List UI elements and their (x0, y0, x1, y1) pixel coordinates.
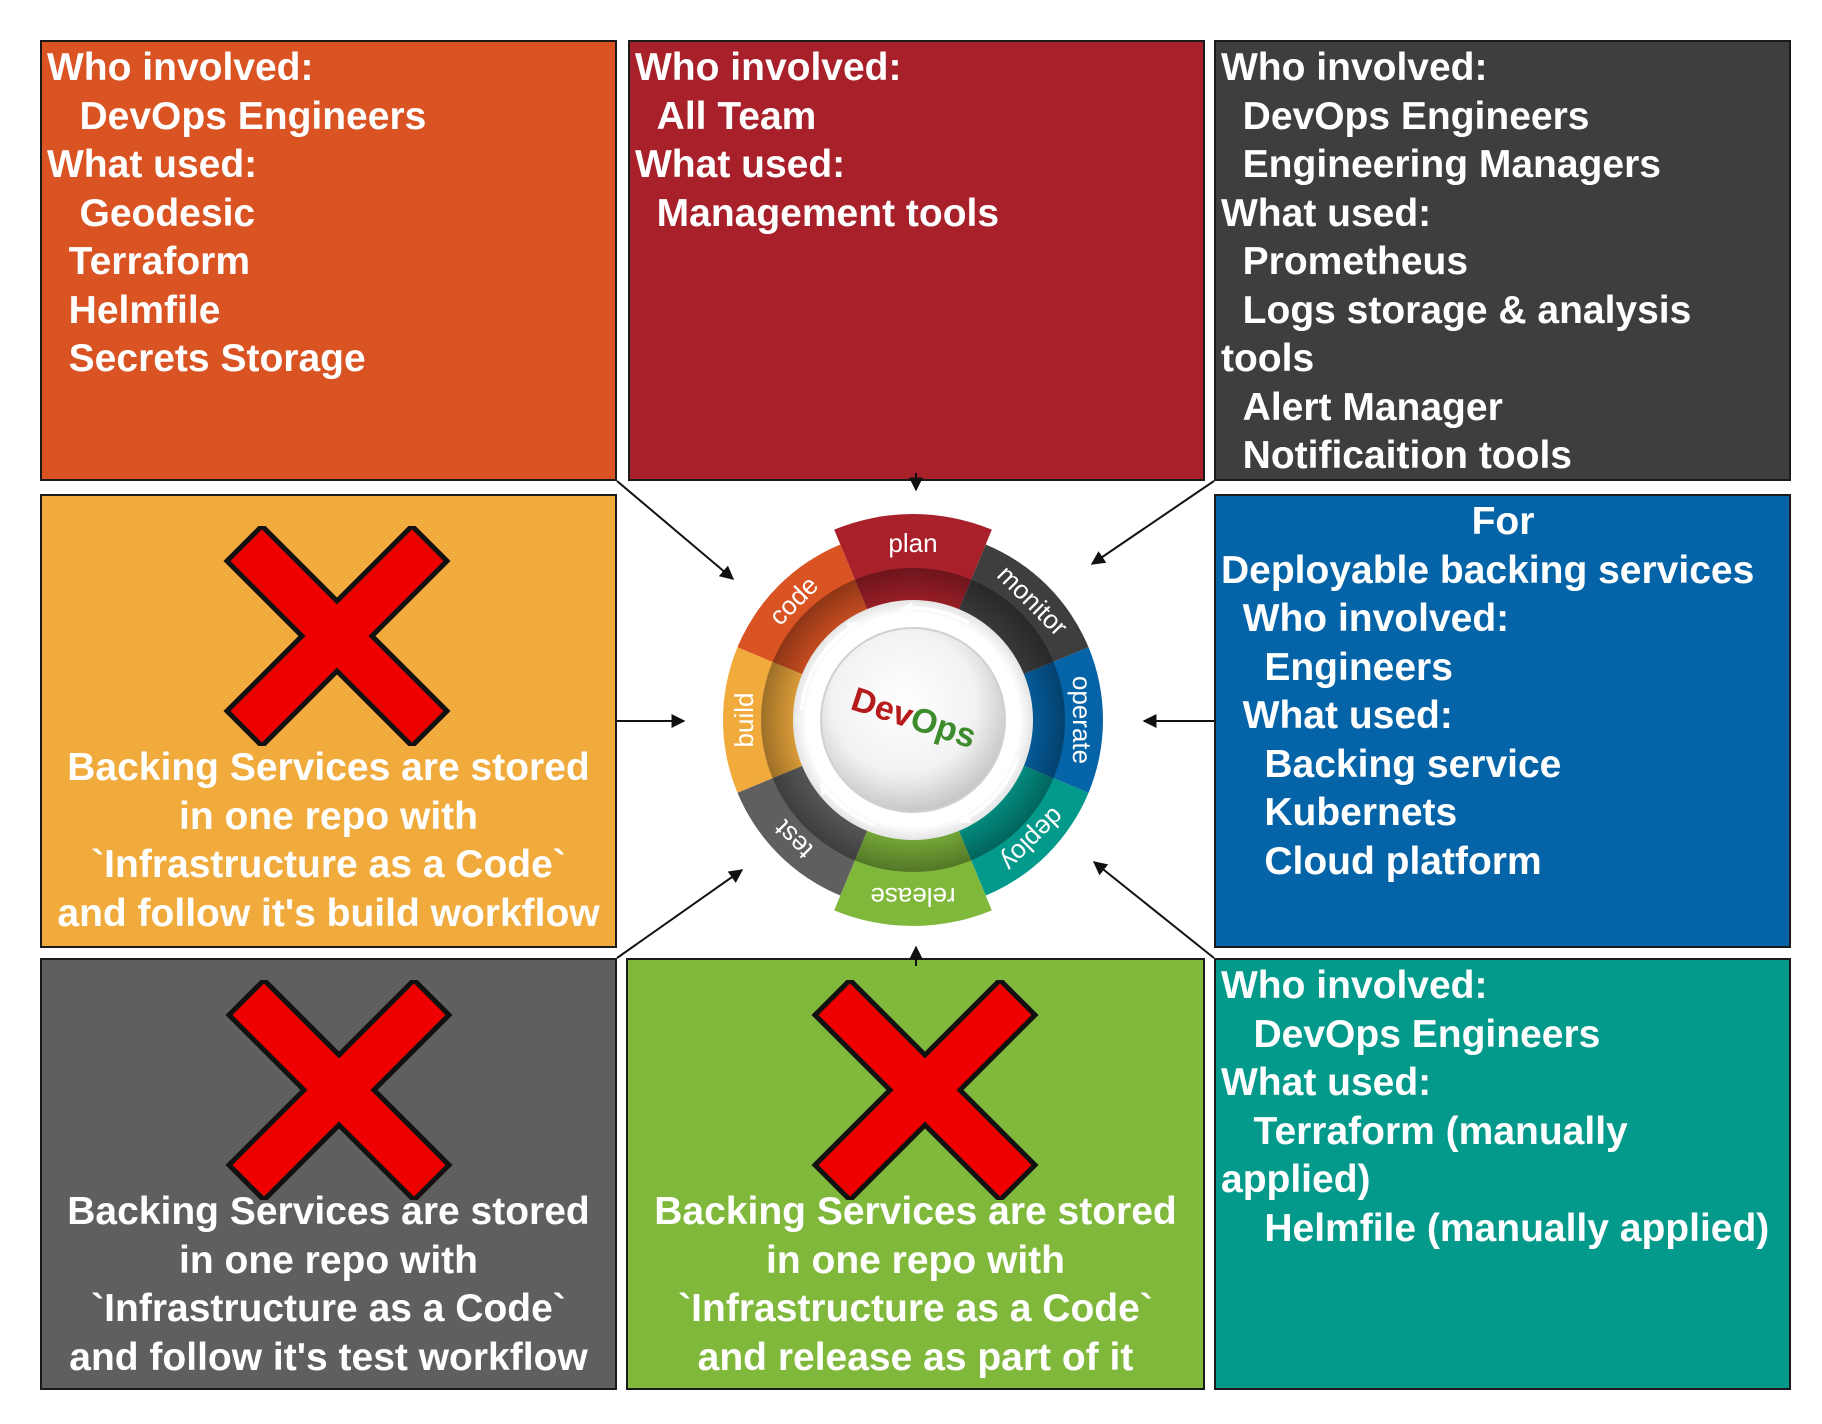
deploy-line: Who involved: (1221, 964, 1488, 1007)
operate-line: Who involved: (1221, 597, 1510, 640)
test-box: Backing Services are stored in one repo … (40, 958, 617, 1390)
code-line: Geodesic (47, 191, 256, 235)
build-box: Backing Services are stored in one repo … (40, 494, 617, 948)
devops-hub (820, 627, 1006, 813)
release-caption-line: in one repo with (766, 1238, 1065, 1282)
segment-monitor (958, 544, 1089, 675)
test-caption-line: in one repo with (179, 1238, 478, 1282)
code-line: What used: (47, 143, 258, 186)
connector-test (616, 869, 744, 959)
monitor-box: Who involved: DevOps Engineers Engineeri… (1214, 40, 1791, 481)
segment-label-plan: plan (888, 528, 937, 558)
test-caption-line: Backing Services are stored (67, 1190, 590, 1233)
segment-label-build: build (729, 693, 759, 748)
monitor-line: Who involved: (1221, 46, 1488, 89)
monitor-line: DevOps Engineers (1221, 94, 1590, 138)
cross-icon (225, 980, 453, 1200)
code-line: Helmfile (47, 288, 221, 332)
plan-box: Who involved: All Team What used: Manage… (628, 40, 1205, 481)
operate-line: What used: (1221, 694, 1453, 737)
operate-line: For (1471, 500, 1535, 543)
release-box: Backing Services are stored in one repo … (626, 958, 1205, 1390)
deploy-box: Who involved: DevOps Engineers What used… (1214, 958, 1791, 1390)
segment-code (737, 544, 868, 675)
monitor-line: What used: (1221, 191, 1432, 235)
operate-line: Kubernets (1221, 791, 1458, 834)
segment-deploy (958, 765, 1089, 896)
plan-line: What used: (635, 143, 846, 186)
code-line: DevOps Engineers (47, 94, 427, 138)
operate-line: Deployable backing services (1221, 548, 1755, 592)
build-caption-line: and follow it's build workflow (57, 891, 600, 935)
connector-code (616, 480, 735, 580)
test-caption-line: and follow it's test workflow (69, 1335, 588, 1379)
connectors (616, 473, 1215, 966)
monitor-line: Engineering Managers (1221, 143, 1661, 186)
monitor-line: Logs storage & analysis (1221, 288, 1692, 332)
operate-line: Backing service (1221, 742, 1562, 786)
segment-label-release: release (870, 882, 955, 912)
build-caption-line: in one repo with (179, 794, 478, 838)
deploy-line: Helmfile (manually applied) (1221, 1206, 1770, 1250)
code-box-text: Who involved: DevOps Engineers What used… (47, 44, 611, 384)
connector-deploy (1092, 861, 1215, 959)
build-caption: Backing Services are stored in one repo … (42, 744, 615, 938)
cycle-arrow (958, 757, 1020, 823)
deploy-line: What used: (1221, 1061, 1432, 1104)
test-caption: Backing Services are stored in one repo … (42, 1188, 615, 1382)
deploy-line: applied) (1221, 1158, 1371, 1201)
segment-label-operate: operate (1067, 676, 1097, 764)
plan-line: Who involved: (635, 46, 902, 89)
deploy-line: Terraform (manually (1221, 1109, 1628, 1153)
release-caption: Backing Services are stored in one repo … (628, 1188, 1203, 1382)
operate-line: Engineers (1221, 645, 1453, 689)
test-caption-line: `Infrastructure as a Code` (91, 1287, 566, 1330)
monitor-line: Prometheus (1221, 240, 1469, 283)
monitor-line: tools (1221, 337, 1315, 380)
plan-box-text: Who involved: All Team What used: Manage… (635, 44, 1199, 238)
operate-box: For Deployable backing services Who invo… (1214, 494, 1791, 948)
release-caption-line: Backing Services are stored (654, 1190, 1177, 1233)
cycle-arrow (819, 782, 876, 827)
operate-box-text: For Deployable backing services Who invo… (1221, 498, 1785, 886)
deploy-box-text: Who involved: DevOps Engineers What used… (1221, 962, 1785, 1253)
deploy-line: DevOps Engineers (1221, 1012, 1601, 1056)
release-caption-line: and release as part of it (697, 1335, 1134, 1379)
monitor-box-text: Who involved: DevOps Engineers Engineeri… (1221, 44, 1785, 479)
connector-monitor (1090, 480, 1215, 565)
cross-icon (223, 526, 451, 746)
release-caption-line: `Infrastructure as a Code` (678, 1287, 1153, 1330)
cycle-arrows (799, 601, 1020, 827)
monitor-line: Notificaition tools (1221, 434, 1572, 477)
plan-line: Management tools (635, 191, 1000, 235)
monitor-line: Alert Manager (1221, 385, 1503, 429)
code-line: Who involved: (47, 46, 314, 89)
code-box: Who involved: DevOps Engineers What used… (40, 40, 617, 481)
cycle-arrow (900, 601, 970, 625)
cross-icon (811, 980, 1039, 1200)
code-line: Secrets Storage (47, 337, 366, 380)
build-caption-line: Backing Services are stored (67, 746, 590, 789)
plan-line: All Team (635, 94, 817, 138)
build-caption-line: `Infrastructure as a Code` (91, 843, 566, 886)
code-line: Terraform (47, 240, 250, 283)
operate-line: Cloud platform (1221, 839, 1542, 883)
segment-test (737, 765, 868, 896)
cycle-arrow (799, 621, 860, 711)
